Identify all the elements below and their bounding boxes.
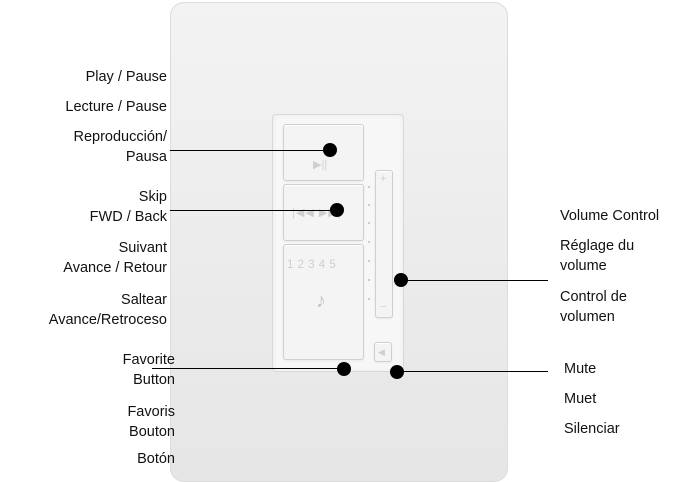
- mute-callout-line: [398, 371, 548, 372]
- volume-level-led: [368, 279, 370, 281]
- favorite-label-es: Botón: [137, 451, 175, 467]
- volume-label-es-1: Control de: [560, 289, 627, 305]
- volume-level-led: [368, 186, 370, 188]
- skip-callout-line: [170, 210, 337, 211]
- skip-label-fr-2: Avance / Retour: [63, 260, 167, 276]
- volume-level-led: [368, 222, 370, 224]
- skip-label-en-1: Skip: [138, 189, 167, 205]
- favorite-callout-line: [152, 368, 344, 369]
- volume-level-led: [368, 298, 370, 300]
- volume-label-fr-2: volume: [560, 258, 607, 274]
- skip-callout-dot: [330, 203, 344, 217]
- favorite-label-fr-2: Bouton: [129, 424, 175, 440]
- skip-label-es-2: Avance/Retroceso: [48, 312, 167, 328]
- mute-label-es: Silenciar: [564, 421, 620, 437]
- volume-callout-dot: [394, 273, 408, 287]
- volume-minus-icon: −: [380, 301, 387, 313]
- skip-label-es-1: Saltear: [121, 292, 167, 308]
- volume-level-led: [368, 204, 370, 206]
- music-note-icon: ♪: [316, 290, 326, 312]
- mute-label-fr: Muet: [564, 391, 597, 407]
- mute-label-en: Mute: [564, 361, 597, 377]
- skip-label-fr-1: Suivant: [118, 240, 167, 256]
- preset-numbers: 1 2 3 4 5: [287, 259, 337, 271]
- skip-button[interactable]: |◀◀ ▶▶|: [283, 184, 364, 241]
- volume-rocker[interactable]: + −: [375, 170, 393, 318]
- skip-label-en-2: FWD / Back: [89, 209, 167, 225]
- mute-button[interactable]: ◀: [374, 342, 392, 362]
- volume-label-en: Volume Control: [560, 208, 660, 224]
- favorite-label-en-1: Favorite: [122, 352, 175, 368]
- play-label-fr: Lecture / Pause: [65, 99, 167, 115]
- volume-level-led: [368, 241, 370, 243]
- favorite-callout-dot: [337, 362, 351, 376]
- play-label-es-2: Pausa: [125, 149, 167, 165]
- play-label-es-1: Reproducción/: [73, 129, 168, 145]
- mute-callout-dot: [390, 365, 404, 379]
- volume-label-fr-1: Réglage du: [560, 238, 635, 254]
- mute-speaker-icon: ◀: [378, 347, 385, 357]
- volume-label-es-2: volumen: [560, 309, 615, 325]
- volume-level-led: [368, 260, 370, 262]
- favorite-label-fr-1: Favoris: [127, 404, 175, 420]
- volume-plus-icon: +: [380, 173, 387, 185]
- favorite-button[interactable]: 1 2 3 4 5 ♪: [283, 244, 364, 360]
- play-label-en: Play / Pause: [85, 69, 167, 85]
- favorite-label-en-2: Button: [133, 372, 175, 388]
- play-pause-icon: ▶||: [313, 159, 328, 171]
- play-callout-dot: [323, 143, 337, 157]
- volume-callout-line: [400, 280, 548, 281]
- play-callout-line: [170, 150, 330, 151]
